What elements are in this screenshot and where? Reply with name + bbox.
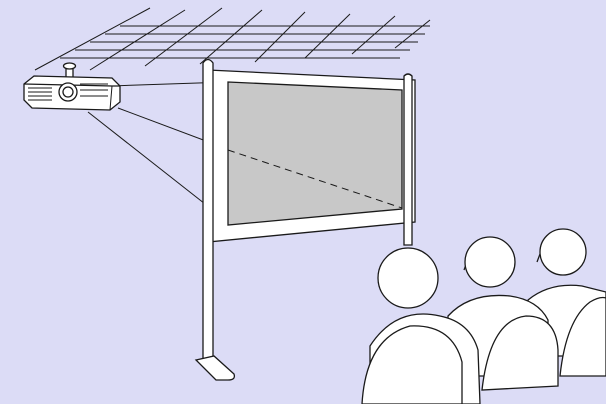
stand-foot [194, 355, 236, 381]
ceiling-grid [34, 7, 431, 71]
projection-screen [194, 58, 416, 381]
ceiling-projector [23, 62, 121, 111]
audience [361, 228, 606, 404]
left-post [202, 58, 214, 367]
right-post [403, 73, 413, 246]
screen-surface [227, 81, 403, 226]
projection-dashed-line [227, 149, 403, 209]
audience-chairs [361, 296, 606, 404]
